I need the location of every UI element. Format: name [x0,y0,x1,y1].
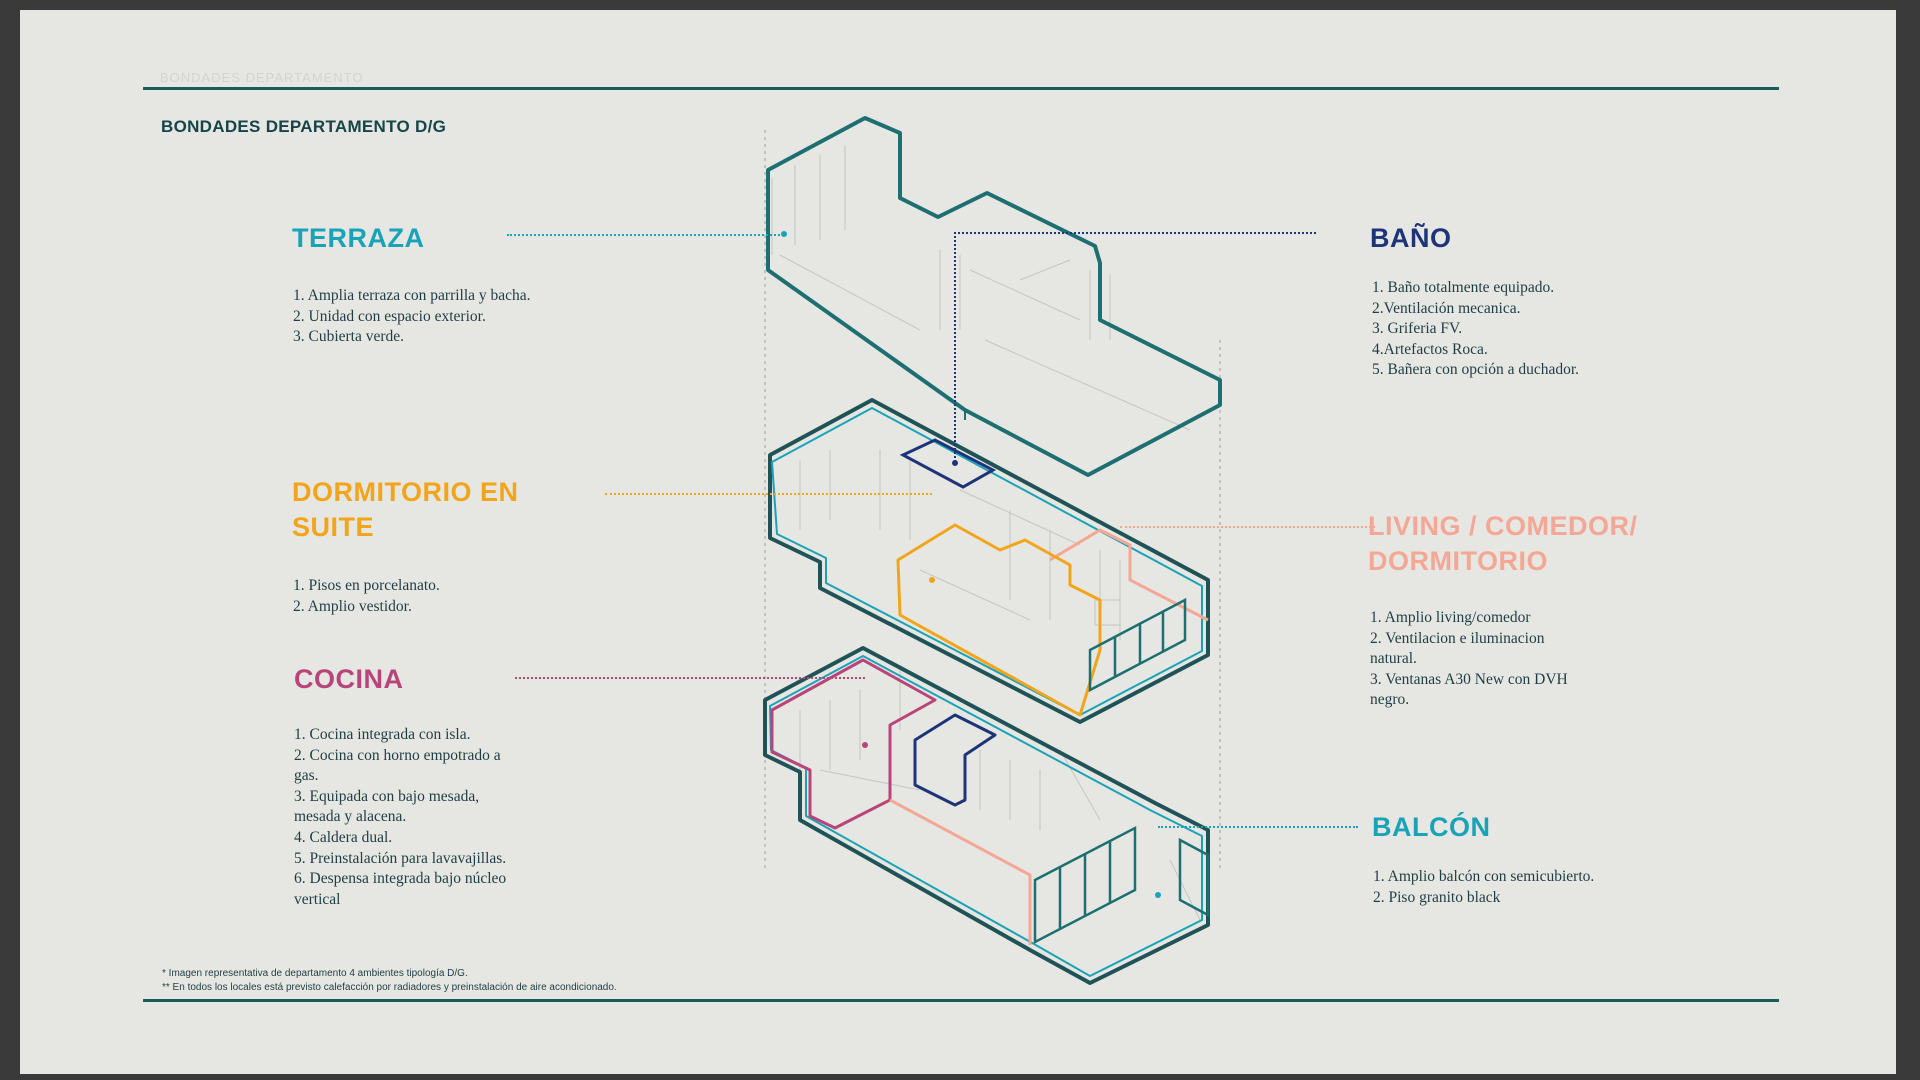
dormitorio-item: 1. Pisos en porcelanato. [293,577,440,594]
bano-item: 3. Griferia FV. [1372,320,1463,338]
living-list: 1. Amplio living/comedor 2. Ventilacion e… [1370,608,1570,711]
isometric-floor-plans [763,116,1222,985]
terraza-title: TERRAZA [292,223,425,253]
bano-title: BAÑO [1370,223,1452,253]
balcon-leader [1158,826,1358,828]
terraza-leader [507,234,784,236]
bano-item: 2.Ventilación mecanica. [1372,299,1521,317]
cocina-list: 1. Cocina integrada con isla. 2. Cocina c… [294,725,529,910]
living-item: 3. Ventanas A30 New con DVH negro. [1370,670,1568,709]
living-item: 1. Amplio living/comedor [1370,609,1531,626]
footnotes: * Imagen representativa de departamento … [162,967,617,995]
terraza-item: 2. Unidad con espacio exterior. [293,307,486,325]
top-rule [143,87,1779,90]
dormitorio-title: DORMITORIO EN SUITE [292,477,519,542]
cocina-item: 1. Cocina integrada con isla. [294,726,471,743]
dormitorio-item: 2. Amplio vestidor. [293,597,412,615]
bano-leader-vertical [954,232,956,462]
dormitorio-leader [605,493,932,495]
dormitorio-list: 1. Pisos en porcelanato. 2. Amplio vestid… [293,576,533,617]
balcon-title: BALCÓN [1372,812,1491,842]
faint-header: BONDADES DEPARTAMENTO [160,70,364,85]
cocina-item: 5. Preinstalación para lavavajillas. [294,849,507,867]
bottom-rule [143,999,1779,1002]
living-leader [1120,526,1375,528]
page-title: BONDADES DEPARTAMENTO D/G [161,117,447,136]
living-item: 2. Ventilacion e iluminacion natural. [1370,629,1545,668]
cocina-item: 6. Despensa integrada bajo núcleo vertic… [294,870,507,908]
balcon-list: 1. Amplio balcón con semicubierto. 2. Pis… [1373,867,1653,908]
cocina-item: 3. Equipada con bajo mesada, mesada y al… [294,787,480,826]
footnote-1: * Imagen representativa de departamento … [162,968,468,979]
footnote-2: ** En todos los locales está previsto ca… [162,982,617,993]
slide: BONDADES DEPARTAMENTO BONDADES DEPARTAME… [20,10,1896,1074]
living-title: LIVING / COMEDOR/ DORMITORIO [1368,511,1638,576]
cocina-leader [515,677,865,679]
bano-item: 5. Bañera con opción a duchador. [1372,361,1580,379]
terraza-item: 3. Cubierta verde. [293,328,405,346]
bano-item: 1. Baño totalmente equipado. [1372,279,1555,296]
cocina-item: 4. Caldera dual. [294,828,393,846]
bano-list: 1. Baño totalmente equipado. 2.Ventilació… [1372,278,1632,381]
terraza-item: 1. Amplia terraza con parrilla y bacha. [293,287,531,304]
balcon-item: 2. Piso granito black [1373,888,1501,906]
cocina-title: COCINA [294,664,404,694]
terraza-list: 1. Amplia terraza con parrilla y bacha. 2… [293,286,533,348]
bano-item: 4.Artefactos Roca. [1372,340,1488,358]
cocina-item: 2. Cocina con horno empotrado a gas. [294,746,501,785]
balcon-item: 1. Amplio balcón con semicubierto. [1373,868,1595,885]
bano-leader [954,232,1316,234]
